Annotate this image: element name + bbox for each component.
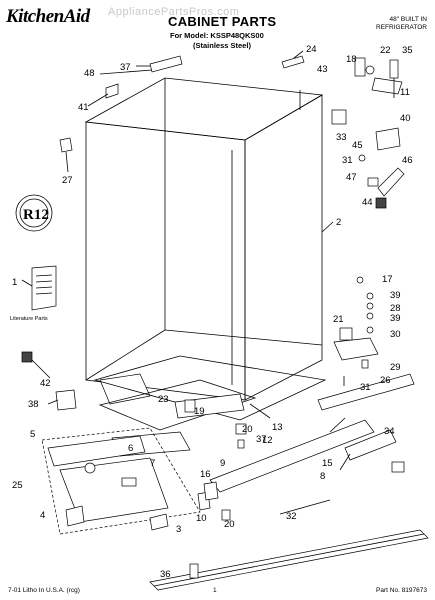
callout: 23: [158, 394, 169, 405]
callout-numbers: 1 2 3 4 5 6 7 8 9 10 11 12 13 15 16 17 1…: [12, 44, 413, 580]
refrigerant-badge: R12: [15, 194, 53, 232]
callout: 20: [224, 519, 235, 530]
leader-lines: [21, 50, 351, 515]
callout: 38: [28, 399, 39, 410]
callout: 13: [272, 422, 283, 433]
product-type-line2: REFRIGERATOR: [375, 24, 427, 31]
callout: 18: [346, 54, 357, 65]
footer-litho: 7-01 Litho In U.S.A. (rcg): [8, 587, 80, 594]
callout: 19: [194, 406, 205, 417]
callout: 43: [317, 64, 328, 75]
lower-left-parts: [21, 351, 151, 411]
callout: 37: [120, 62, 131, 73]
bottom-bracket-group: [41, 427, 201, 535]
callout: 6: [128, 443, 133, 454]
right-hinge-assembly: [333, 276, 379, 386]
callout: 11: [400, 87, 410, 98]
callout: 7: [150, 458, 155, 469]
callout: 39: [390, 290, 401, 301]
callout: 39: [390, 313, 401, 324]
callout: 8: [320, 471, 325, 482]
callout: 36: [160, 569, 171, 580]
product-type: 48" BUILT IN REFRIGERATOR: [376, 16, 427, 32]
callout: 33: [336, 132, 347, 143]
callout: 16: [200, 469, 211, 480]
callout: 46: [402, 155, 413, 166]
callout: 24: [306, 44, 317, 55]
callout: 10: [196, 513, 207, 524]
callout: 21: [333, 314, 344, 325]
callout: 5: [30, 429, 35, 440]
callout: 1: [12, 277, 17, 288]
callout: 26: [380, 375, 391, 386]
callout: 29: [390, 362, 401, 373]
callout: 37: [256, 434, 267, 445]
callout: 32: [286, 511, 297, 522]
callout: 34: [384, 426, 395, 437]
callout: 31: [360, 382, 371, 393]
callout: 31: [342, 155, 353, 166]
callout: 27: [62, 175, 73, 186]
badge-text: R12: [23, 207, 49, 223]
cabinet-body: [84, 77, 324, 401]
callout: 45: [352, 140, 363, 151]
footer-page-number: 1: [213, 587, 217, 594]
brand-logo: KitchenAid: [6, 6, 90, 27]
callout: 12: [262, 435, 273, 446]
product-type-line1: 48" BUILT IN: [389, 16, 427, 23]
model-number: For Model: KSSP48QKS00: [170, 31, 264, 40]
callout: 35: [402, 45, 413, 56]
callout: 42: [40, 378, 51, 389]
model-variant: (Stainless Steel): [193, 41, 251, 50]
literature-parts-label: Literature Parts: [10, 316, 48, 322]
callout: 47: [346, 172, 357, 183]
callout: 17: [382, 274, 393, 285]
watermark: AppliancePartsPros.com: [108, 6, 240, 18]
callout: 44: [362, 197, 373, 208]
grille-plates: [149, 373, 429, 591]
literature-booklet: [31, 265, 57, 311]
callout: 20: [242, 424, 253, 435]
callout: 4: [40, 510, 45, 521]
callout: 48: [84, 68, 95, 79]
page-title: CABINET PARTS: [168, 14, 277, 29]
callout: 25: [12, 480, 23, 491]
footer-part-number: Part No. 8197673: [376, 587, 427, 594]
callout: 30: [390, 329, 401, 340]
callout: 15: [322, 458, 333, 469]
callout: 28: [390, 303, 401, 314]
callout: 41: [78, 102, 89, 113]
callout: 22: [380, 45, 391, 56]
top-hinge-parts: [59, 55, 405, 209]
callout: 40: [400, 113, 411, 124]
callout: 9: [220, 458, 225, 469]
callout: 2: [336, 217, 341, 228]
callout: 3: [176, 524, 181, 535]
